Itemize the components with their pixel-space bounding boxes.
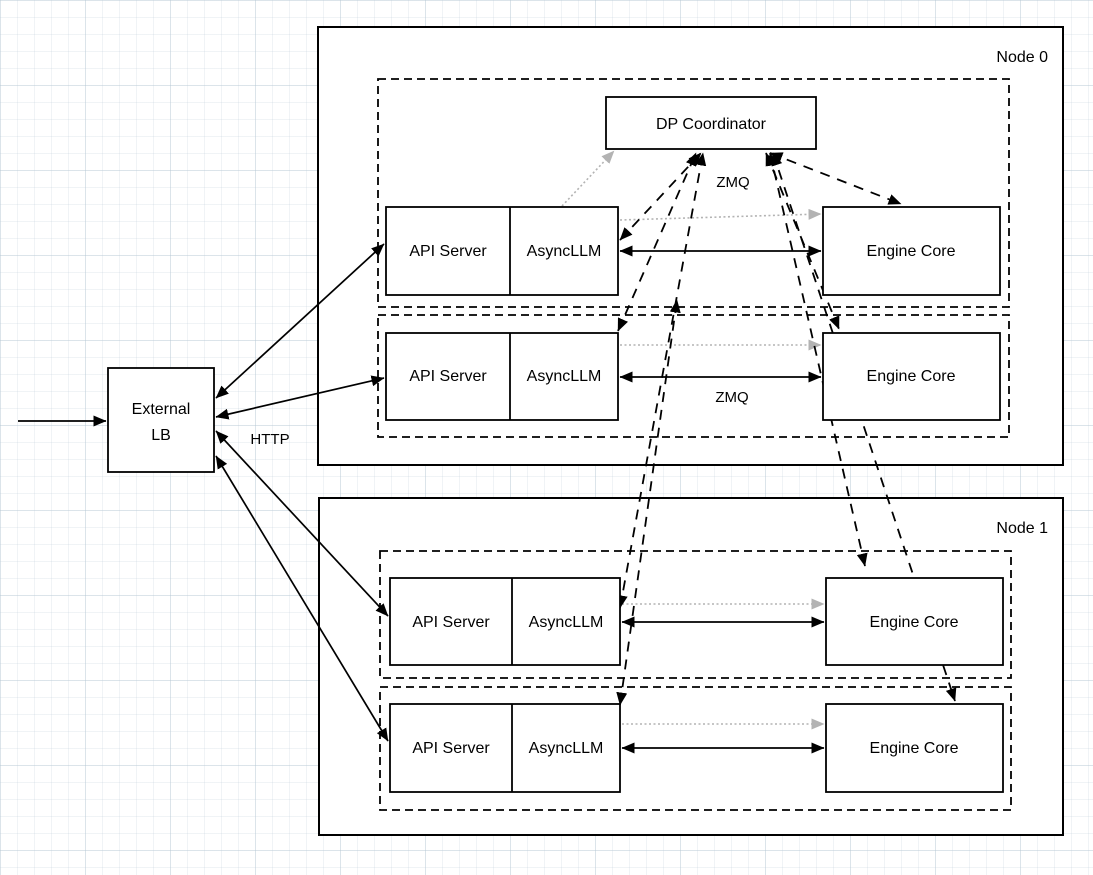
zmq-coordinator-engine-node1-row2 [771,152,957,702]
node0-row1: API Server AsyncLLM Engine Core [385,206,1001,296]
api-async-box [385,206,619,296]
engine-core-box [825,577,1004,666]
engine-core-label: Engine Core [870,740,959,757]
arrow-lb-api-node0-row2 [215,375,385,420]
external-lb-box [107,367,215,473]
node1-row2-group [379,686,1012,811]
api-server-label: API Server [412,614,490,631]
dotted-async-coordinator-node0-row1 [561,150,615,207]
api-server-label: API Server [409,368,487,385]
api-server-label: API Server [409,243,487,260]
api-server-label: API Server [412,740,490,757]
engine-core-label: Engine Core [867,368,956,385]
async-llm-label: AsyncLLM [529,740,604,757]
dp-coordinator-label: DP Coordinator [656,116,767,133]
external-lb-label-line1: External [132,401,191,418]
node0-label: Node 0 [996,49,1048,66]
arrow-lb-api-node1-row2 [215,455,389,742]
async-llm-label: AsyncLLM [527,368,602,385]
http-label: HTTP [250,431,289,448]
api-async-box [389,703,621,793]
zmq-coordinator-async-node1-row2 [616,299,681,706]
node1-row1: API Server AsyncLLM Engine Core [389,577,1004,666]
dp-coordinator-box [605,96,817,150]
engine-core-label: Engine Core [870,614,959,631]
api-async-box [389,577,621,666]
engine-core-box [822,332,1001,421]
api-async-box [385,332,619,421]
external-lb-label-line2: LB [151,427,171,444]
zmq-label-coordinator: ZMQ [716,174,749,191]
engine-core-label: Engine Core [867,243,956,260]
zmq-label-engine: ZMQ [715,389,748,406]
engine-core-box [822,206,1001,296]
arrow-lb-api-node0-row1 [215,243,385,399]
node1-label: Node 1 [996,520,1048,537]
engine-core-box [825,703,1004,793]
async-llm-label: AsyncLLM [527,243,602,260]
node0-row2: API Server AsyncLLM Engine Core [385,332,1001,421]
node1-row2: API Server AsyncLLM Engine Core [389,703,1004,793]
async-llm-label: AsyncLLM [529,614,604,631]
